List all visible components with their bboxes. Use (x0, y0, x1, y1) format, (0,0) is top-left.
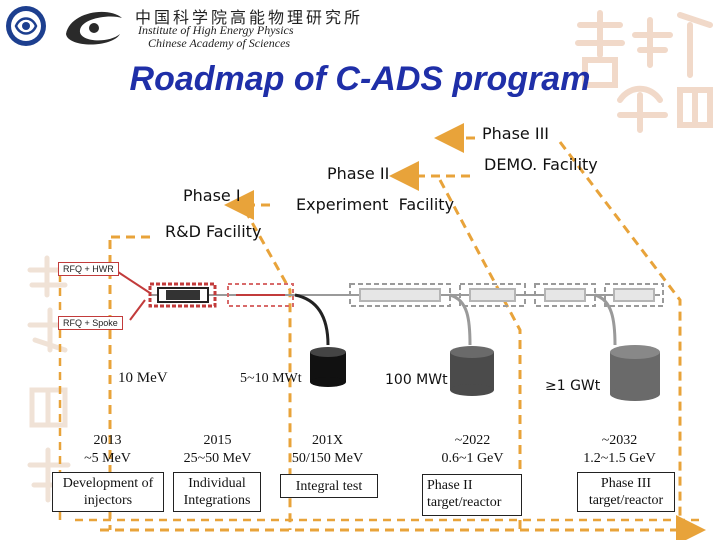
power-label-2: 5~10 MWt (240, 371, 302, 386)
milestone-2-box: Individual Integrations (173, 472, 261, 512)
reactor-1 (310, 347, 346, 387)
milestone-3-energy: 50/150 MeV (291, 451, 364, 466)
background-calligraphy (560, 5, 720, 135)
milestone-4-energy: 0.6~1 GeV (441, 451, 504, 466)
milestone-4-year: ~2022 (454, 433, 491, 448)
rd-facility-label: R&D Facility (165, 222, 262, 241)
milestone-5-energy: 1.2~1.5 GeV (583, 451, 656, 466)
institute-name-en-2: Chinese Academy of Sciences (148, 36, 291, 50)
milestone-3-year: 201X (311, 433, 344, 448)
ihep-logo-icon (4, 4, 48, 48)
milestone-2-year: 2015 (203, 433, 232, 448)
milestone-2-energy: 25~50 MeV (183, 451, 252, 466)
phase1-label: Phase I (183, 186, 241, 205)
rfq-spoke-tag: RFQ + Spoke (58, 316, 123, 330)
power-label-1: 10 MeV (118, 370, 168, 386)
milestone-3-box: Integral test (280, 474, 378, 498)
milestone-5-year: ~2032 (601, 433, 638, 448)
reactor-2 (450, 346, 494, 396)
power-label-4: ≥1 GWt (545, 378, 601, 394)
phase2-label: Phase II (327, 164, 390, 183)
institute-name-en-1: Institute of High Energy Physics (138, 23, 294, 37)
phase3-label: Phase III (482, 124, 550, 143)
milestone-5-box: Phase III target/reactor (577, 472, 675, 512)
ihep-swirl-icon (60, 4, 130, 48)
demo-facility-label: DEMO. Facility (484, 155, 598, 174)
institute-name-cn: 中国科学院高能物理研究所 (135, 10, 364, 27)
reactor-3 (610, 345, 660, 401)
milestone-1-box: Development of injectors (52, 472, 164, 512)
experiment-facility-label: Experiment Facility (296, 195, 455, 214)
power-label-3: 100 MWt (385, 372, 448, 388)
page-title: Roadmap of C-ADS program (129, 60, 591, 98)
rfq-hwr-tag: RFQ + HWR (58, 262, 119, 276)
milestone-1-year: 2013 (93, 433, 122, 448)
milestone-1-energy: ~5 MeV (84, 451, 131, 466)
milestone-4-box: Phase II target/reactor (422, 474, 522, 516)
